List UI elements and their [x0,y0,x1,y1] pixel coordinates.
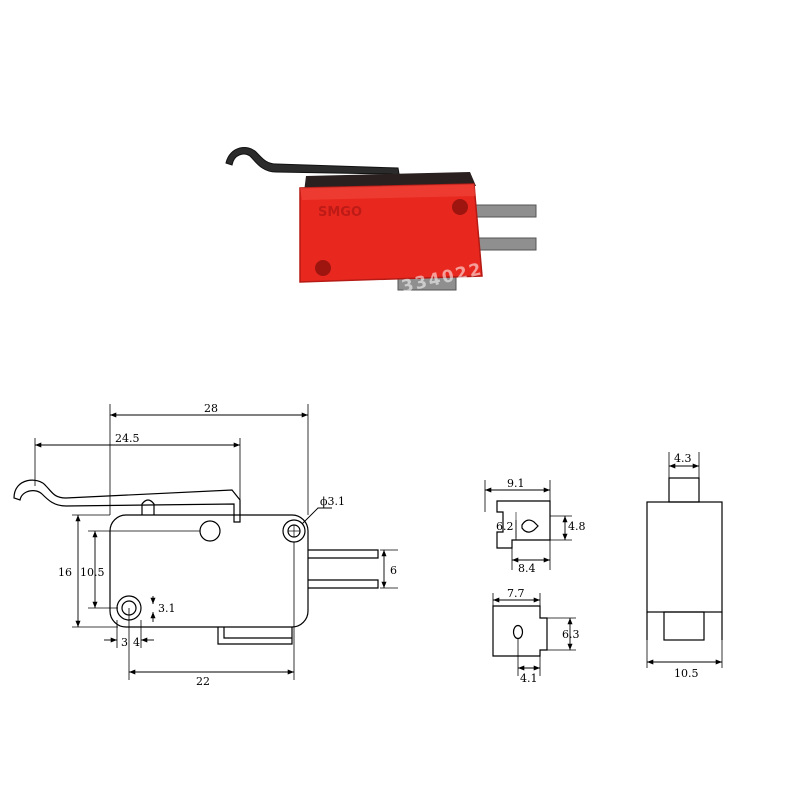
side-view-hole-top [199,520,221,542]
photo-mount-hole-bottom [315,260,331,276]
dim-offset-b: 4 [133,636,140,649]
dim-lever-length: 24.5 [115,432,140,445]
side-view-dimensions: 28 24.5 ϕ3.1 16 10.5 6 3.1 3 4 22 [58,402,397,688]
terminal-2-hole [512,624,524,640]
dim-t1-width: 9.1 [507,477,525,490]
terminal-view-1-dimensions: 9.1 6.2 4.8 8.4 [496,477,586,575]
dim-t2-width: 7.7 [507,587,525,600]
photo-terminal-mid [473,237,537,251]
dim-hole-spacing-v: 10.5 [80,566,105,579]
dim-t2-tab: 4.1 [520,672,538,685]
dim-hole-small: 3.1 [158,602,176,615]
photo-body [299,183,483,283]
end-view [646,452,723,668]
terminal-view-1 [484,480,572,570]
dim-t1-tab: 4.8 [568,520,586,533]
side-view-terminal-upper [308,549,379,559]
terminal-view-2-dimensions: 7.7 6.3 4.1 [507,587,580,685]
photo-mount-hole-top [452,199,468,215]
dim-plunger-width: 4.3 [674,452,692,465]
side-view-drawing [13,404,398,680]
product-photo: SMGO Store No.2334022 [225,146,537,325]
side-view-terminal-bottom [217,627,293,645]
end-view-plunger [668,477,700,503]
dim-terminal-pitch: 6 [390,564,397,577]
end-view-dimensions: 4.3 10.5 [674,452,699,680]
dim-overall-length: 28 [204,402,218,415]
photo-terminal-top [473,204,537,218]
dim-height: 16 [58,566,72,579]
terminal-2-outline [492,605,548,657]
end-view-terminal [663,611,705,641]
photo-brand-label: SMGO [318,205,362,220]
side-view-plunger [141,499,155,515]
side-view-terminal-lower [308,579,379,589]
dim-hole-spacing-h: 22 [196,675,210,688]
dim-t2-height: 6.3 [562,628,580,641]
terminal-1-outline [496,500,551,549]
dim-t1-hole: 6.2 [496,520,514,533]
terminal-1-hole [521,519,539,533]
dim-offset-a: 3 [121,636,128,649]
dim-end-width: 10.5 [674,667,699,680]
side-view-body [109,514,309,628]
dim-t1-base: 8.4 [518,562,536,575]
side-view-lever [13,479,241,523]
end-view-body [646,501,723,613]
terminal-view-2 [492,593,576,676]
dim-hole-dia: ϕ3.1 [320,495,345,508]
